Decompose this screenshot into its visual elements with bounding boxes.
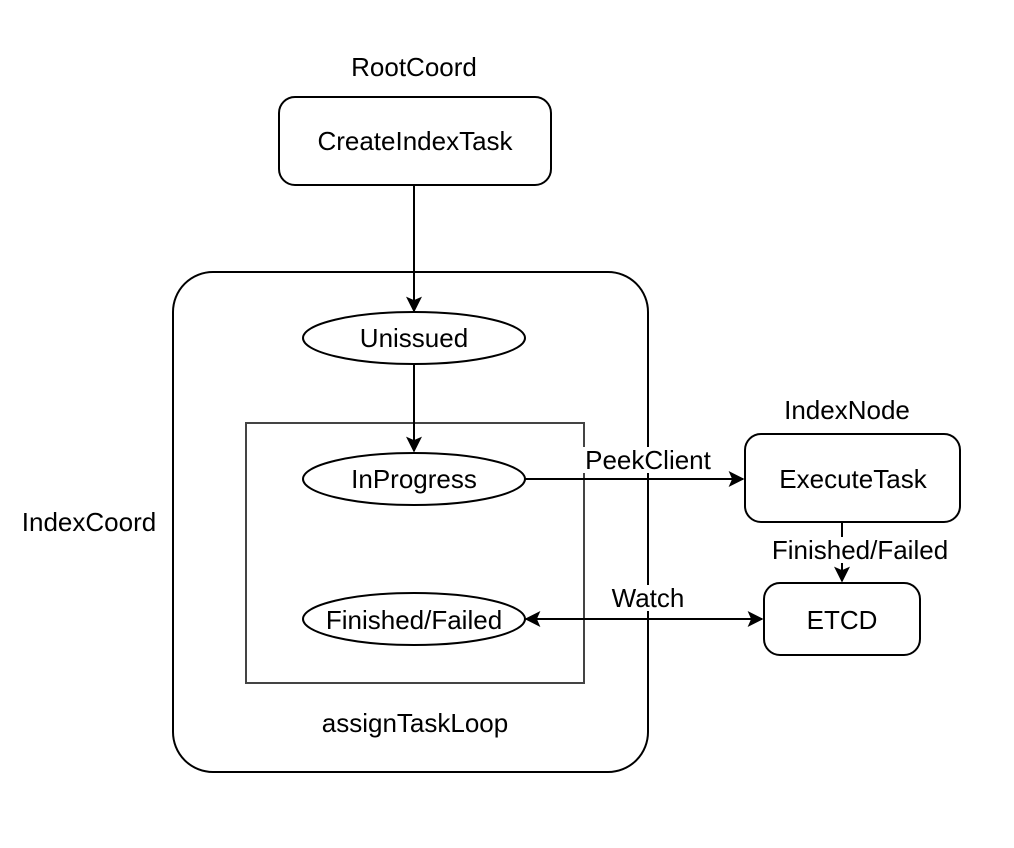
- index-node-group-label: IndexNode: [784, 395, 910, 425]
- unissued-state-label: Unissued: [359, 323, 469, 353]
- etcd-shape[interactable]: [763, 582, 921, 656]
- root-coord-group-label: RootCoord: [351, 52, 477, 82]
- edge-label-finished-failed: Finished/Failed: [767, 537, 953, 563]
- create-index-task-label: CreateIndexTask: [317, 126, 513, 156]
- execute-task-label: ExecuteTask: [779, 464, 927, 494]
- edge-label-peek-client: PeekClient: [581, 447, 715, 473]
- etcd-label: ETCD: [806, 605, 878, 635]
- in-progress-state-label: InProgress: [351, 464, 477, 494]
- finished-failed-state-label: Finished/Failed: [325, 605, 503, 635]
- execute-task-shape[interactable]: [744, 433, 961, 523]
- index-coord-group-label: IndexCoord: [21, 507, 157, 537]
- assign-task-loop-group-label: assignTaskLoop: [321, 708, 509, 738]
- edge-label-watch: Watch: [607, 585, 689, 611]
